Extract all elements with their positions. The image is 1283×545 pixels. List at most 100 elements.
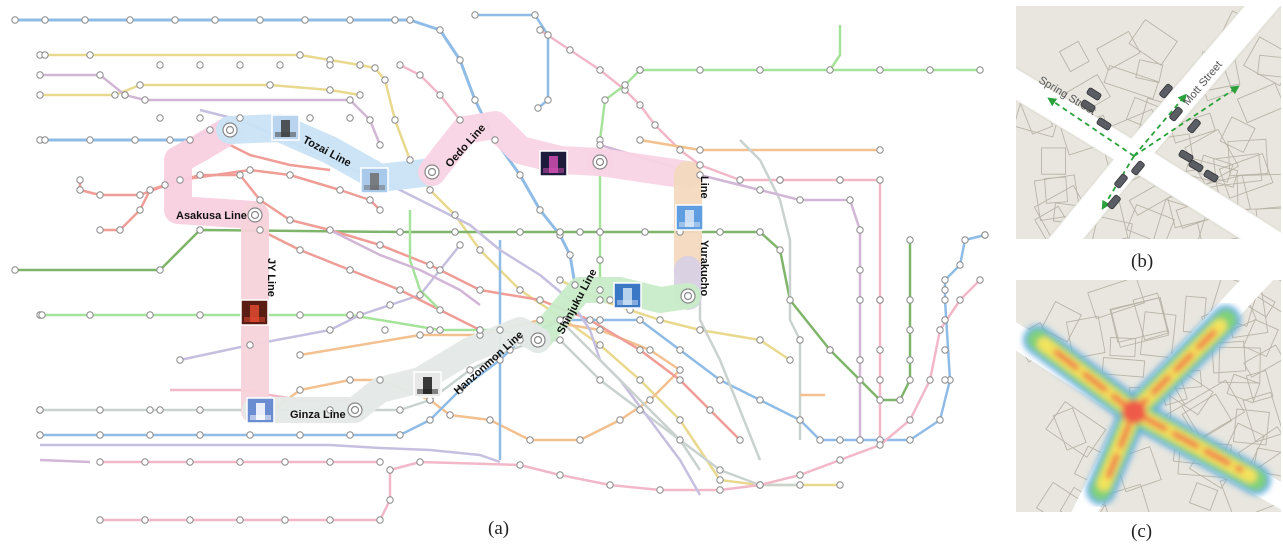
station-dot: [906, 356, 914, 364]
station-dot: [826, 346, 834, 354]
station-dot: [276, 61, 284, 69]
metro-line: [399, 63, 461, 121]
station-dot: [536, 206, 544, 214]
station-dot: [156, 114, 164, 122]
station-dot: [396, 286, 404, 294]
station-dot: [676, 146, 684, 154]
station-dot: [696, 171, 704, 179]
station-dot: [636, 101, 644, 109]
station-dot: [356, 61, 364, 69]
station-dot: [556, 336, 564, 344]
station-dot: [716, 486, 724, 494]
building-outline: [1218, 346, 1261, 384]
network-stations: [11, 11, 989, 524]
station-dot: [836, 176, 844, 184]
route-stops: [222, 122, 696, 418]
building-outline: [1103, 65, 1160, 100]
station-dot: [826, 66, 834, 74]
station-dot: [81, 16, 89, 24]
station-dot: [346, 311, 354, 319]
station-dot: [736, 436, 744, 444]
station-dot: [556, 316, 564, 324]
station-dot: [516, 171, 524, 179]
station-dot: [266, 81, 274, 89]
station-dot: [96, 71, 104, 79]
station-dot: [426, 326, 434, 334]
station-dot: [636, 346, 644, 354]
station-dot: [326, 61, 334, 69]
building-outline: [1245, 369, 1274, 403]
building-outline: [1089, 215, 1133, 239]
station-dot: [756, 396, 764, 404]
label-asakusa-line: Asakusa Line: [176, 210, 247, 222]
station-dot: [976, 66, 984, 74]
vehicle: [1096, 117, 1112, 131]
station-dot: [786, 356, 794, 364]
station-dot: [381, 76, 389, 84]
metro-line: [828, 25, 842, 71]
station-dot: [756, 228, 764, 236]
station-dot: [506, 346, 514, 354]
station-dot: [476, 246, 484, 254]
station-dot: [236, 114, 244, 122]
station-dot: [36, 406, 44, 414]
station-dot: [121, 91, 129, 99]
station-dot: [96, 516, 104, 524]
station-dot: [716, 466, 724, 474]
station-dot: [336, 186, 344, 194]
station-dot: [96, 458, 104, 466]
station-dot: [976, 276, 984, 284]
station-dot: [906, 436, 914, 444]
station-dot: [446, 411, 454, 419]
station-dot: [296, 431, 304, 439]
metro-line: [219, 138, 331, 172]
station-dot: [941, 286, 949, 294]
building-outline: [1242, 319, 1279, 358]
station-dot: [596, 228, 604, 236]
station-dot: [396, 228, 404, 236]
station-dot: [956, 296, 964, 304]
station-dot: [456, 116, 464, 124]
route-stop: [247, 207, 263, 223]
station-dot: [876, 346, 884, 354]
station-dot: [396, 431, 404, 439]
metro-line: [639, 138, 880, 152]
station-dot: [346, 376, 354, 384]
metro-line: [39, 458, 91, 464]
station-dot: [596, 296, 604, 304]
station-dot: [836, 436, 844, 444]
station-dot: [196, 226, 204, 234]
station-dot: [776, 246, 784, 254]
station-dot: [416, 331, 424, 339]
metro-line: [559, 319, 702, 471]
station-dot: [616, 416, 624, 424]
building-outline: [1152, 198, 1208, 239]
station-dot: [696, 326, 704, 334]
station-dot: [391, 16, 399, 24]
station-dot: [296, 246, 304, 254]
station-dot: [516, 286, 524, 294]
station-dot: [906, 296, 914, 304]
street-map-heatmap: [1016, 280, 1281, 512]
station-dot: [86, 51, 94, 59]
station-dot: [676, 346, 684, 354]
station-dot: [456, 386, 464, 394]
metro-line: [15, 18, 577, 286]
station-dot: [516, 228, 524, 236]
vehicle: [1086, 87, 1102, 101]
caption-b: (b): [1131, 251, 1154, 272]
building-outline: [1184, 157, 1239, 188]
station-dot: [196, 61, 204, 69]
station-dot: [796, 416, 804, 424]
station-dot: [326, 406, 334, 414]
building-outline: [1242, 391, 1281, 443]
caption-a: (a): [488, 518, 510, 539]
station-dot: [381, 326, 389, 334]
route-segment: [164, 116, 269, 229]
building-outline: [1041, 147, 1066, 175]
route-stop-ring: [533, 335, 543, 345]
station-dot: [471, 11, 479, 19]
station-dot: [756, 66, 764, 74]
station-dot: [296, 51, 304, 59]
station-dot: [346, 266, 354, 274]
